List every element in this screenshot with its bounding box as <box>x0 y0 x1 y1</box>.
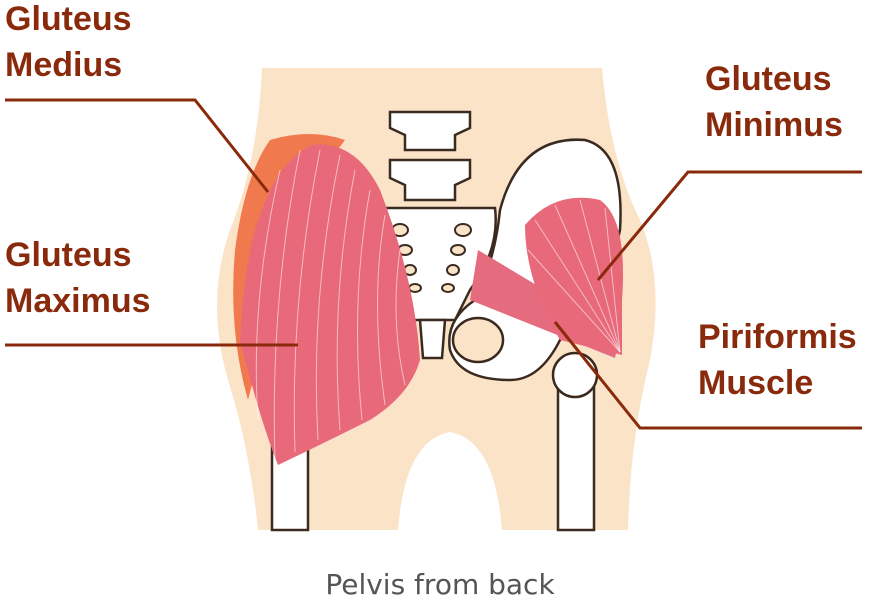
sacral-foramina <box>391 223 472 293</box>
gluteus-minimus-muscle <box>525 197 624 355</box>
label-gluteus-minimus-line2: Minimus <box>705 106 843 144</box>
medius-leader-line <box>5 98 270 193</box>
label-piriformis-line2: Muscle <box>698 364 813 402</box>
coccyx <box>418 318 447 360</box>
label-gluteus-minimus-line1: Gluteus <box>705 60 832 98</box>
label-gluteus-medius-line1: Gluteus <box>5 0 132 38</box>
vertebra-upper <box>388 110 472 152</box>
gluteus-maximus-fibers <box>255 149 406 461</box>
right-femur-head <box>551 351 599 399</box>
label-gluteus-medius-line2: Medius <box>5 46 122 84</box>
gluteus-minimus-fibers <box>527 199 621 353</box>
obturator-foramen <box>451 316 505 364</box>
gluteus-maximus-muscle <box>240 144 420 465</box>
piriformis-leader-line <box>553 321 862 430</box>
label-gluteus-maximus-line2: Maximus <box>5 282 151 320</box>
label-gluteus-maximus-line1: Gluteus <box>5 236 132 274</box>
vertebra-lower <box>388 158 472 202</box>
right-femur <box>556 378 596 532</box>
diagram-caption: Pelvis from back <box>325 568 555 600</box>
minimus-leader-line <box>596 170 862 281</box>
label-piriformis-line1: Piriformis <box>698 318 857 356</box>
